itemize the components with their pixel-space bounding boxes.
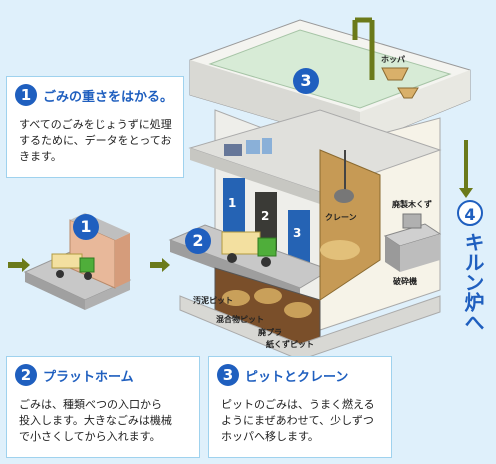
step-3-number: 3 <box>217 364 239 386</box>
door-number-2: 2 <box>261 209 270 223</box>
label-crusher: 破砕機 <box>393 277 417 286</box>
step-1-box: 1 ごみの重さをはかる。 すべてのごみをじょうずに処理 するために、データをとっ… <box>6 76 184 178</box>
step-3-title: ピットとクレーン <box>245 370 349 385</box>
marker-3: 3 <box>293 68 319 94</box>
door-number-3: 3 <box>293 226 302 240</box>
step-1-title: ごみの重さをはかる。 <box>43 90 174 105</box>
label-mixed-pit: 混合物ピット <box>216 315 264 324</box>
step-3-body: ピットのごみは、うまく燃える ようにまぜあわせて、少しずつ ホッパへ移します。 <box>221 398 375 443</box>
step-1-number: 1 <box>15 84 37 106</box>
step-4-title: キルン炉へ <box>461 232 485 332</box>
step-2-title: プラットホーム <box>43 370 134 385</box>
label-wood-chips: 廃製木くず <box>392 200 432 209</box>
label-hopper: ホッパ <box>381 55 405 64</box>
step-2-box: 2 プラットホーム ごみは、種類べつの入口から 投入します。大きなごみは機械 で… <box>6 356 200 458</box>
label-crane: クレーン <box>325 213 357 222</box>
label-waste-plastic: 廃プラ <box>258 328 282 337</box>
step-2-body: ごみは、種類べつの入口から 投入します。大きなごみは機械 で小さくしてから入れま… <box>19 398 172 443</box>
step-4-number: 4 <box>457 200 483 226</box>
step-2-number: 2 <box>15 364 37 386</box>
step-3-box: 3 ピットとクレーン ピットのごみは、うまく燃える ようにまぜあわせて、少しずつ… <box>208 356 392 458</box>
flow-arrows <box>8 140 473 272</box>
building <box>168 17 471 361</box>
step-1-body: すべてのごみをじょうずに処理 するために、データをとってお きます。 <box>19 118 172 163</box>
marker-1: 1 <box>73 214 99 240</box>
marker-2: 2 <box>185 228 211 254</box>
label-paper-wood-pit: 紙くずピット <box>266 340 314 349</box>
label-sludge-pit: 汚泥ピット <box>193 296 233 305</box>
door-number-1: 1 <box>228 196 237 210</box>
